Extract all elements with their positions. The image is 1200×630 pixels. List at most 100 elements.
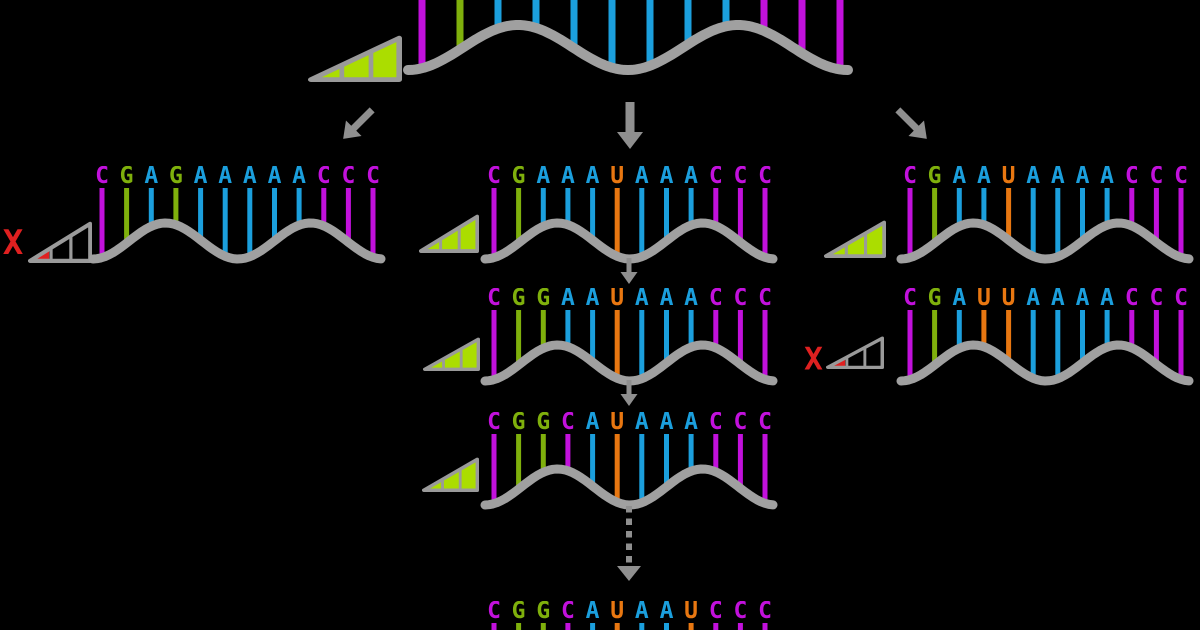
svg-text:G: G: [512, 412, 526, 435]
svg-text:A: A: [660, 288, 674, 311]
svg-text:C: C: [1125, 288, 1139, 311]
svg-text:A: A: [586, 412, 600, 435]
svg-text:A: A: [144, 166, 158, 189]
arrow-down-icon: [616, 101, 644, 149]
svg-text:A: A: [561, 288, 575, 311]
fitness-ramp-icon: [28, 221, 92, 263]
svg-text:C: C: [709, 412, 723, 435]
svg-text:C: C: [366, 166, 380, 189]
svg-text:G: G: [512, 288, 526, 311]
svg-text:A: A: [684, 288, 698, 311]
svg-text:A: A: [586, 601, 600, 624]
svg-text:C: C: [561, 412, 575, 435]
svg-text:C: C: [1174, 288, 1188, 311]
svg-text:A: A: [635, 601, 649, 624]
svg-text:G: G: [512, 601, 526, 624]
svg-text:U: U: [1002, 166, 1016, 189]
fitness-ramp-icon: [422, 457, 479, 492]
svg-text:C: C: [487, 288, 501, 311]
dead-x-icon: X: [801, 342, 826, 375]
svg-text:X: X: [804, 342, 823, 375]
fitness-ramp-icon: [826, 336, 884, 369]
svg-text:A: A: [586, 288, 600, 311]
svg-text:A: A: [1026, 166, 1040, 189]
svg-text:A: A: [1100, 166, 1114, 189]
svg-text:C: C: [1174, 166, 1188, 189]
fitness-ramp-icon: [419, 214, 479, 253]
svg-text:A: A: [1051, 166, 1065, 189]
svg-text:G: G: [536, 288, 550, 311]
svg-text:C: C: [758, 288, 772, 311]
svg-text:A: A: [952, 288, 966, 311]
arrow-down-dashed-icon: [616, 505, 642, 581]
svg-text:G: G: [169, 166, 183, 189]
svg-text:A: A: [952, 166, 966, 189]
svg-text:U: U: [610, 166, 624, 189]
svg-text:A: A: [684, 412, 698, 435]
svg-text:G: G: [536, 412, 550, 435]
svg-text:U: U: [610, 288, 624, 311]
svg-text:A: A: [660, 166, 674, 189]
svg-text:A: A: [536, 166, 550, 189]
svg-text:U: U: [610, 412, 624, 435]
svg-text:C: C: [903, 288, 917, 311]
svg-text:A: A: [1076, 166, 1090, 189]
svg-text:A: A: [243, 166, 257, 189]
svg-text:A: A: [1026, 288, 1040, 311]
svg-text:C: C: [487, 166, 501, 189]
svg-text:C: C: [341, 166, 355, 189]
svg-text:G: G: [928, 166, 942, 189]
svg-text:C: C: [709, 288, 723, 311]
svg-text:A: A: [660, 601, 674, 624]
svg-text:A: A: [561, 166, 575, 189]
svg-text:G: G: [120, 166, 134, 189]
svg-text:A: A: [586, 166, 600, 189]
svg-text:C: C: [561, 601, 575, 624]
svg-text:U: U: [977, 288, 991, 311]
svg-text:U: U: [1002, 288, 1016, 311]
fitness-ramp-icon: [308, 35, 402, 82]
svg-text:C: C: [487, 601, 501, 624]
svg-text:C: C: [903, 166, 917, 189]
arrow-down-right-icon: [887, 99, 938, 150]
svg-text:A: A: [268, 166, 282, 189]
arrow-down-left-icon: [333, 99, 384, 150]
svg-text:G: G: [512, 166, 526, 189]
svg-text:U: U: [684, 601, 698, 624]
svg-text:C: C: [709, 601, 723, 624]
fitness-ramp-icon: [824, 220, 886, 258]
fitness-ramp-icon: [423, 337, 480, 371]
arrow-down-icon: [617, 379, 641, 406]
svg-text:C: C: [1149, 288, 1163, 311]
svg-text:G: G: [536, 601, 550, 624]
svg-text:A: A: [1051, 288, 1065, 311]
svg-text:G: G: [928, 288, 942, 311]
svg-text:A: A: [1076, 288, 1090, 311]
svg-text:C: C: [758, 412, 772, 435]
svg-text:A: A: [635, 288, 649, 311]
svg-text:C: C: [733, 601, 747, 624]
svg-text:C: C: [758, 601, 772, 624]
svg-text:C: C: [317, 166, 331, 189]
svg-text:A: A: [1100, 288, 1114, 311]
svg-text:A: A: [660, 412, 674, 435]
svg-text:X: X: [3, 224, 24, 260]
arrow-down-icon: [617, 257, 641, 284]
svg-text:C: C: [1149, 166, 1163, 189]
rna-strand-ancestor: [400, 0, 855, 82]
svg-text:C: C: [709, 166, 723, 189]
svg-text:C: C: [733, 166, 747, 189]
svg-text:C: C: [758, 166, 772, 189]
svg-text:A: A: [635, 412, 649, 435]
svg-text:A: A: [684, 166, 698, 189]
dead-x-icon: X: [0, 224, 26, 260]
svg-text:C: C: [1125, 166, 1139, 189]
svg-text:A: A: [635, 166, 649, 189]
